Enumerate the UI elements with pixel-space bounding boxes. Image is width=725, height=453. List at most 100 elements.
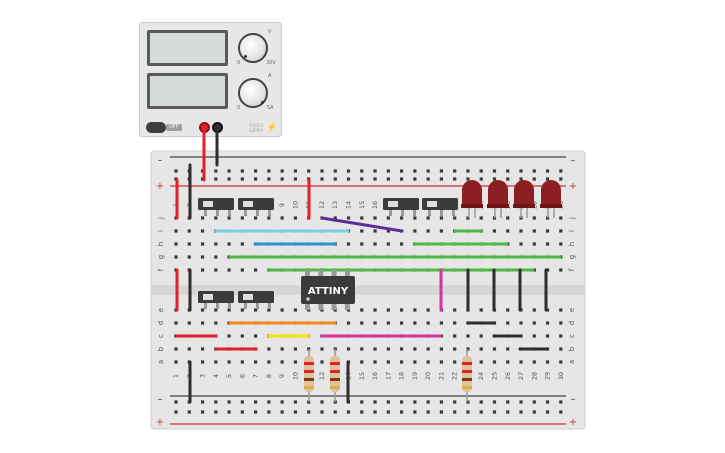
rail-hole[interactable] — [200, 410, 205, 414]
rail-hole[interactable] — [254, 177, 258, 181]
rail-hole[interactable] — [360, 400, 364, 404]
rail-hole[interactable] — [240, 410, 244, 414]
breadboard-hole[interactable] — [426, 321, 430, 325]
breadboard-hole[interactable] — [479, 334, 483, 338]
breadboard-hole[interactable] — [545, 268, 550, 272]
rail-hole[interactable] — [333, 169, 337, 173]
rail-hole[interactable] — [227, 400, 231, 404]
breadboard-hole[interactable] — [240, 360, 244, 364]
breadboard-hole[interactable] — [240, 242, 244, 246]
breadboard-hole[interactable] — [453, 347, 457, 351]
breadboard-hole[interactable] — [559, 308, 563, 312]
breadboard-hole[interactable] — [200, 255, 205, 259]
breadboard-hole[interactable] — [320, 347, 324, 351]
breadboard-hole[interactable] — [360, 308, 364, 312]
rail-hole[interactable] — [559, 177, 563, 181]
breadboard-hole[interactable] — [200, 360, 205, 364]
breadboard-hole[interactable] — [439, 360, 443, 364]
breadboard-hole[interactable] — [227, 268, 231, 272]
rail-hole[interactable] — [413, 410, 417, 414]
rail-hole[interactable] — [519, 410, 523, 414]
rail-hole[interactable] — [214, 400, 218, 404]
breadboard-hole[interactable] — [399, 360, 404, 364]
breadboard-hole[interactable] — [187, 321, 191, 325]
breadboard-hole[interactable] — [492, 229, 497, 233]
breadboard-hole[interactable] — [466, 347, 470, 351]
breadboard-hole[interactable] — [240, 268, 244, 272]
components[interactable]: ATTINY — [198, 180, 562, 402]
breadboard-hole[interactable] — [386, 242, 390, 246]
breadboard-hole[interactable] — [200, 321, 205, 325]
breadboard-hole[interactable] — [426, 216, 430, 220]
rail-hole[interactable] — [532, 169, 536, 173]
breadboard-hole[interactable] — [413, 308, 417, 312]
breadboard-hole[interactable] — [492, 347, 497, 351]
breadboard-hole[interactable] — [333, 216, 337, 220]
breadboard-hole[interactable] — [267, 347, 271, 351]
breadboard-hole[interactable] — [227, 334, 231, 338]
breadboard-hole[interactable] — [240, 334, 244, 338]
breadboard-hole[interactable] — [399, 242, 404, 246]
breadboard-hole[interactable] — [267, 216, 271, 220]
rail-hole[interactable] — [439, 400, 443, 404]
breadboard-hole[interactable] — [386, 229, 390, 233]
rail-hole[interactable] — [214, 177, 218, 181]
breadboard-hole[interactable] — [227, 360, 231, 364]
breadboard-hole[interactable] — [227, 308, 231, 312]
rail-hole[interactable] — [453, 169, 457, 173]
rail-hole[interactable] — [545, 400, 550, 404]
breadboard-hole[interactable] — [439, 216, 443, 220]
slide-switch[interactable] — [238, 198, 274, 216]
rail-hole[interactable] — [346, 177, 351, 181]
rail-hole[interactable] — [280, 177, 284, 181]
rail-hole[interactable] — [227, 177, 231, 181]
breadboard-hole[interactable] — [413, 321, 417, 325]
rail-hole[interactable] — [360, 177, 364, 181]
rail-hole[interactable] — [320, 410, 324, 414]
rail-hole[interactable] — [307, 410, 311, 414]
breadboard-hole[interactable] — [200, 308, 205, 312]
breadboard-hole[interactable] — [293, 308, 298, 312]
rail-hole[interactable] — [373, 177, 377, 181]
rail-hole[interactable] — [240, 169, 244, 173]
breadboard-hole[interactable] — [373, 321, 377, 325]
breadboard-hole[interactable] — [280, 308, 284, 312]
breadboard-hole[interactable] — [439, 321, 443, 325]
breadboard-hole[interactable] — [187, 347, 191, 351]
rail-hole[interactable] — [267, 169, 271, 173]
rail-hole[interactable] — [293, 400, 298, 404]
rail-hole[interactable] — [506, 400, 510, 404]
rail-hole[interactable] — [506, 410, 510, 414]
breadboard-hole[interactable] — [399, 216, 404, 220]
breadboard-hole[interactable] — [413, 216, 417, 220]
rail-hole[interactable] — [426, 177, 430, 181]
breadboard-hole[interactable] — [254, 308, 258, 312]
rail-hole[interactable] — [214, 410, 218, 414]
slide-switch[interactable] — [383, 198, 419, 216]
rail-hole[interactable] — [439, 177, 443, 181]
power-switch[interactable] — [146, 122, 166, 133]
breadboard-hole[interactable] — [293, 347, 298, 351]
rail-hole[interactable] — [413, 177, 417, 181]
rail-hole[interactable] — [545, 177, 550, 181]
breadboard-hole[interactable] — [373, 216, 377, 220]
breadboard-hole[interactable] — [545, 321, 550, 325]
rail-hole[interactable] — [320, 169, 324, 173]
rail-hole[interactable] — [426, 400, 430, 404]
breadboard-hole[interactable] — [267, 308, 271, 312]
breadboard-hole[interactable] — [346, 242, 351, 246]
breadboard-hole[interactable] — [360, 321, 364, 325]
breadboard-hole[interactable] — [373, 347, 377, 351]
breadboard-hole[interactable] — [479, 360, 483, 364]
rail-hole[interactable] — [466, 400, 470, 404]
rail-hole[interactable] — [307, 169, 311, 173]
rail-hole[interactable] — [426, 410, 430, 414]
rail-hole[interactable] — [399, 169, 404, 173]
breadboard-hole[interactable] — [320, 360, 324, 364]
breadboard-hole[interactable] — [453, 360, 457, 364]
rail-hole[interactable] — [293, 177, 298, 181]
slide-switch-knob[interactable] — [388, 201, 398, 207]
breadboard-hole[interactable] — [200, 216, 205, 220]
rail-hole[interactable] — [267, 410, 271, 414]
slide-switch-knob[interactable] — [203, 294, 213, 300]
